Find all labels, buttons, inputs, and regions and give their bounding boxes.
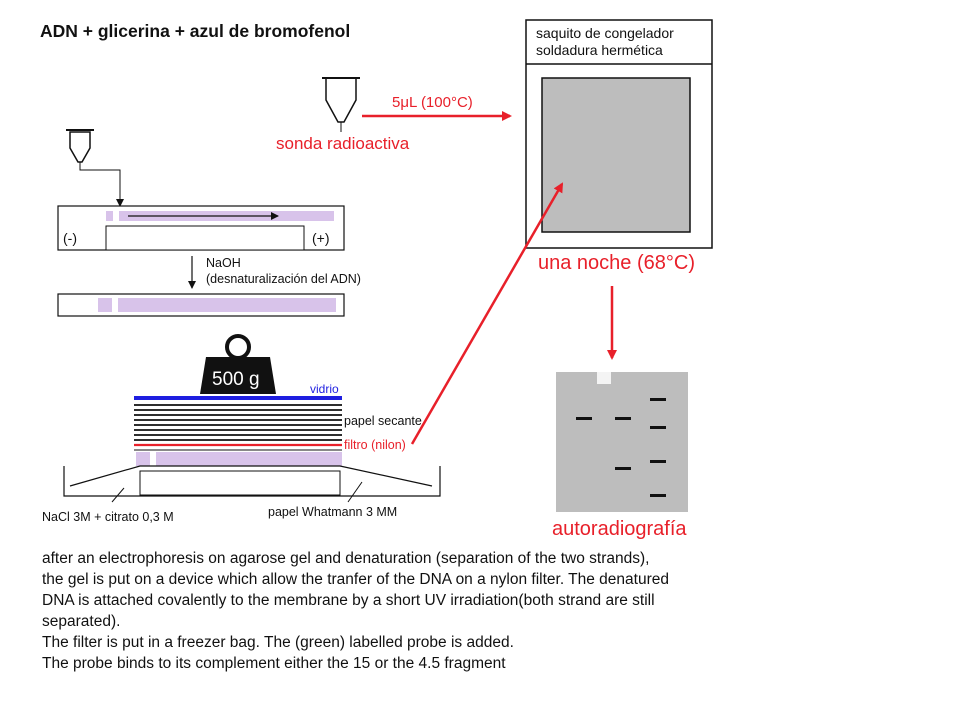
autoradiography-label: autoradiografía [552, 518, 687, 540]
filter-label: filtro (nilon) [344, 438, 406, 452]
probe-tube-icon [322, 77, 360, 132]
freezer-bag [525, 19, 713, 249]
probe-transfer-label: 5μL (100°C) [392, 94, 473, 111]
electrophoresis-tank [57, 205, 345, 251]
blotting-stack [134, 396, 342, 466]
bag-label-line-2: soldadura hermética [536, 42, 663, 58]
electrode-positive: (+) [312, 230, 330, 246]
weight-label: 500 g [212, 369, 260, 390]
whatman-label: papel Whatmann 3 MM [268, 505, 398, 519]
electrode-negative: (-) [63, 230, 77, 246]
caption-line-5: The filter is put in a freezer bag. The … [42, 634, 514, 651]
buffer-label: NaCl 3M + citrato 0,3 M [42, 510, 174, 524]
bag-label-line-1: saquito de congelador [536, 25, 674, 41]
glass-label: vidrio [310, 382, 339, 396]
denaturation-label-line-2: (desnaturalización del ADN) [206, 272, 361, 286]
filter-to-bag-arrow [410, 182, 564, 445]
diagram-title: ADN + glicerina + azul de bromofenol [40, 21, 351, 41]
probe-label: sonda radioactiva [276, 134, 410, 153]
caption-line-2: the gel is put on a device which allow t… [42, 571, 669, 588]
weight-icon [200, 334, 276, 394]
caption-line-3: DNA is attached covalently to the membra… [42, 592, 655, 609]
caption: after an electrophoresis on agarose gel … [42, 548, 842, 674]
sample-tube-icon [66, 129, 124, 207]
caption-line-4: separated). [42, 613, 121, 630]
denatured-gel [57, 293, 345, 317]
caption-line-6: The probe binds to its complement either… [42, 655, 506, 672]
autoradiography-film [556, 372, 688, 512]
denaturation-label-line-1: NaOH [206, 256, 241, 270]
blotting-paper-label: papel secante [344, 414, 422, 428]
transfer-tray [63, 465, 441, 503]
caption-line-1: after an electrophoresis on agarose gel … [42, 550, 650, 567]
overnight-label: una noche (68°C) [538, 252, 695, 274]
